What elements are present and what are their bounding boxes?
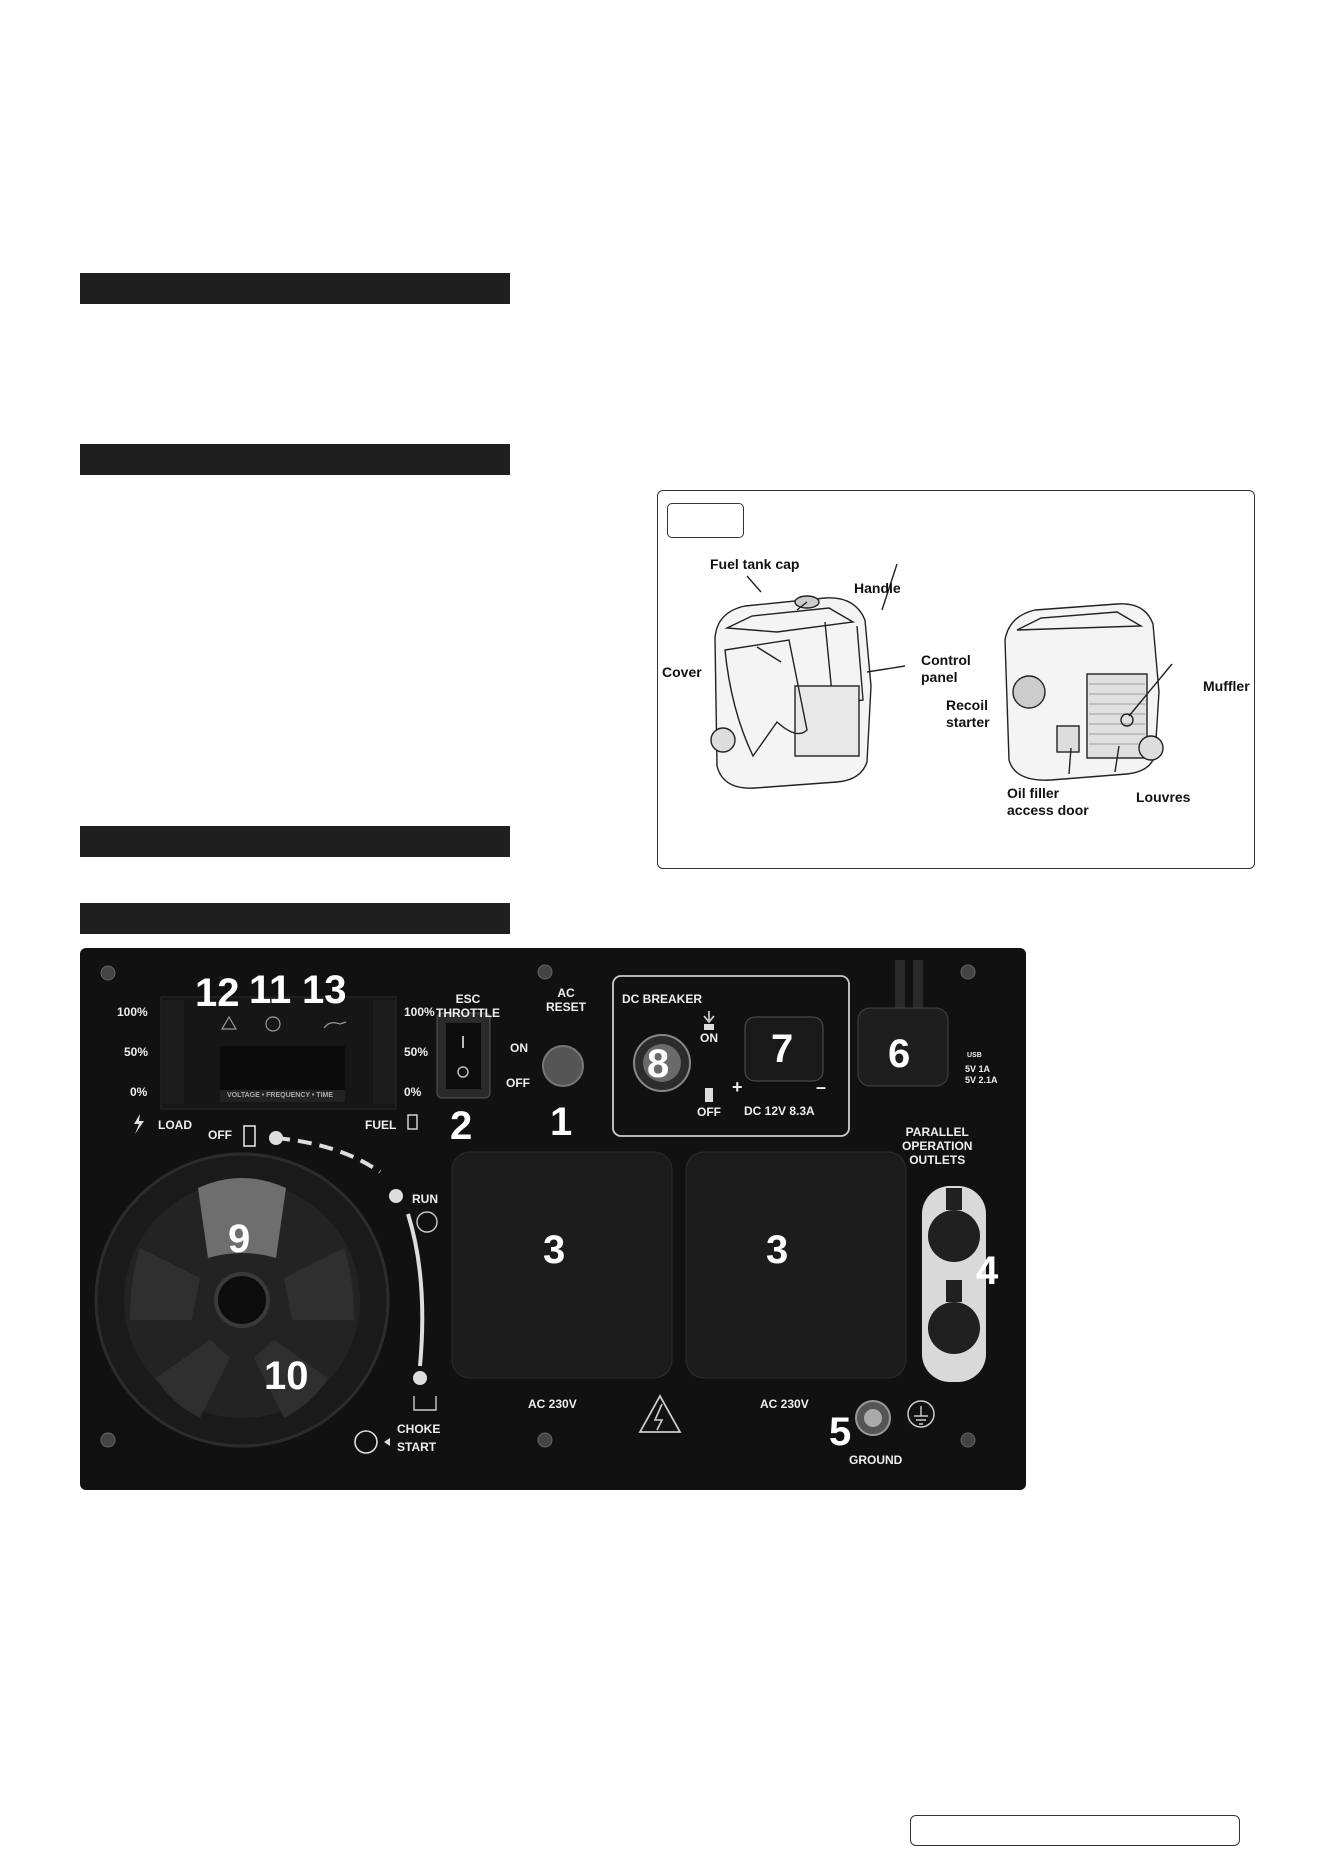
ac-reset-label: AC RESET [546,986,587,1014]
callout-9: 9 [228,1217,251,1261]
dc-breaker-label: DC BREAKER [622,992,703,1006]
figure-tag [667,503,744,538]
fuel-pct-100: 100% [404,1005,435,1019]
dc-on-label: ON [700,1031,718,1045]
dc-minus-label: – [816,1077,827,1097]
footer-box [910,1815,1240,1846]
callout-10: 10 [264,1354,309,1398]
load-label: LOAD [158,1118,192,1132]
callout-2: 2 [450,1104,473,1148]
load-pct-0: 0% [130,1085,148,1099]
section-bar-4 [80,903,510,934]
callout-13: 13 [302,968,347,1012]
fuel-pct-0: 0% [404,1085,422,1099]
knob-run-label: RUN [412,1192,438,1206]
dc-plus-label: + [732,1077,743,1097]
fuel-pct-50: 50% [404,1045,429,1059]
callout-3-left: 3 [543,1228,566,1272]
esc-on-label: ON [510,1041,528,1055]
ground-label: GROUND [849,1453,903,1467]
control-panel: 100% 50% 0% 100% 50% 0% LOAD FUEL VOLTAG… [80,948,1026,1490]
parallel-outlets-label: PARALLEL OPERATION OUTLETS [902,1125,973,1167]
callout-7: 7 [771,1027,794,1071]
dc-off-label: OFF [697,1105,721,1119]
label-fuel-tank-cap: Fuel tank cap [710,556,800,572]
callout-4: 4 [976,1249,999,1293]
label-oil-filler: Oil filler access door [1007,785,1089,818]
label-louvres: Louvres [1136,789,1191,805]
label-handle: Handle [854,580,901,596]
section-bar-3 [80,826,510,857]
dc-rating-label: DC 12V 8.3A [744,1104,815,1118]
load-pct-50: 50% [124,1045,149,1059]
esc-off-label: OFF [506,1076,530,1090]
section-bar-1 [80,273,510,304]
label-recoil-starter: Recoil starter [946,697,990,730]
callout-11: 11 [249,968,292,1012]
figure-box [657,490,1255,869]
section-bar-2 [80,444,510,475]
load-pct-100: 100% [117,1005,148,1019]
label-control-panel: Control panel [921,652,971,685]
callout-1: 1 [550,1100,573,1144]
callout-6: 6 [888,1032,911,1076]
panel-graphics [94,960,986,1454]
outlet-left-label: AC 230V [528,1397,577,1411]
generator-illustration [710,563,1173,789]
knob-off-label: OFF [208,1128,232,1142]
usb-icon: USB [967,1052,982,1059]
callout-3-right: 3 [766,1228,789,1272]
knob-start-label: START [397,1440,437,1454]
usb-rating-1: 5V 1A [965,1064,991,1074]
label-cover: Cover [662,664,702,680]
usb-rating-2: 5V 2.1A [965,1075,998,1085]
callout-8: 8 [647,1042,670,1086]
callout-5: 5 [829,1410,852,1454]
fuel-label: FUEL [365,1118,397,1132]
knob-choke-label: CHOKE [397,1422,441,1436]
esc-throttle-label: ESC THROTTLE [436,992,500,1020]
label-muffler: Muffler [1203,678,1250,694]
outlet-right-label: AC 230V [760,1397,809,1411]
callout-12: 12 [195,971,240,1015]
display-strip-label: VOLTAGE • FREQUENCY • TIME [227,1092,334,1099]
